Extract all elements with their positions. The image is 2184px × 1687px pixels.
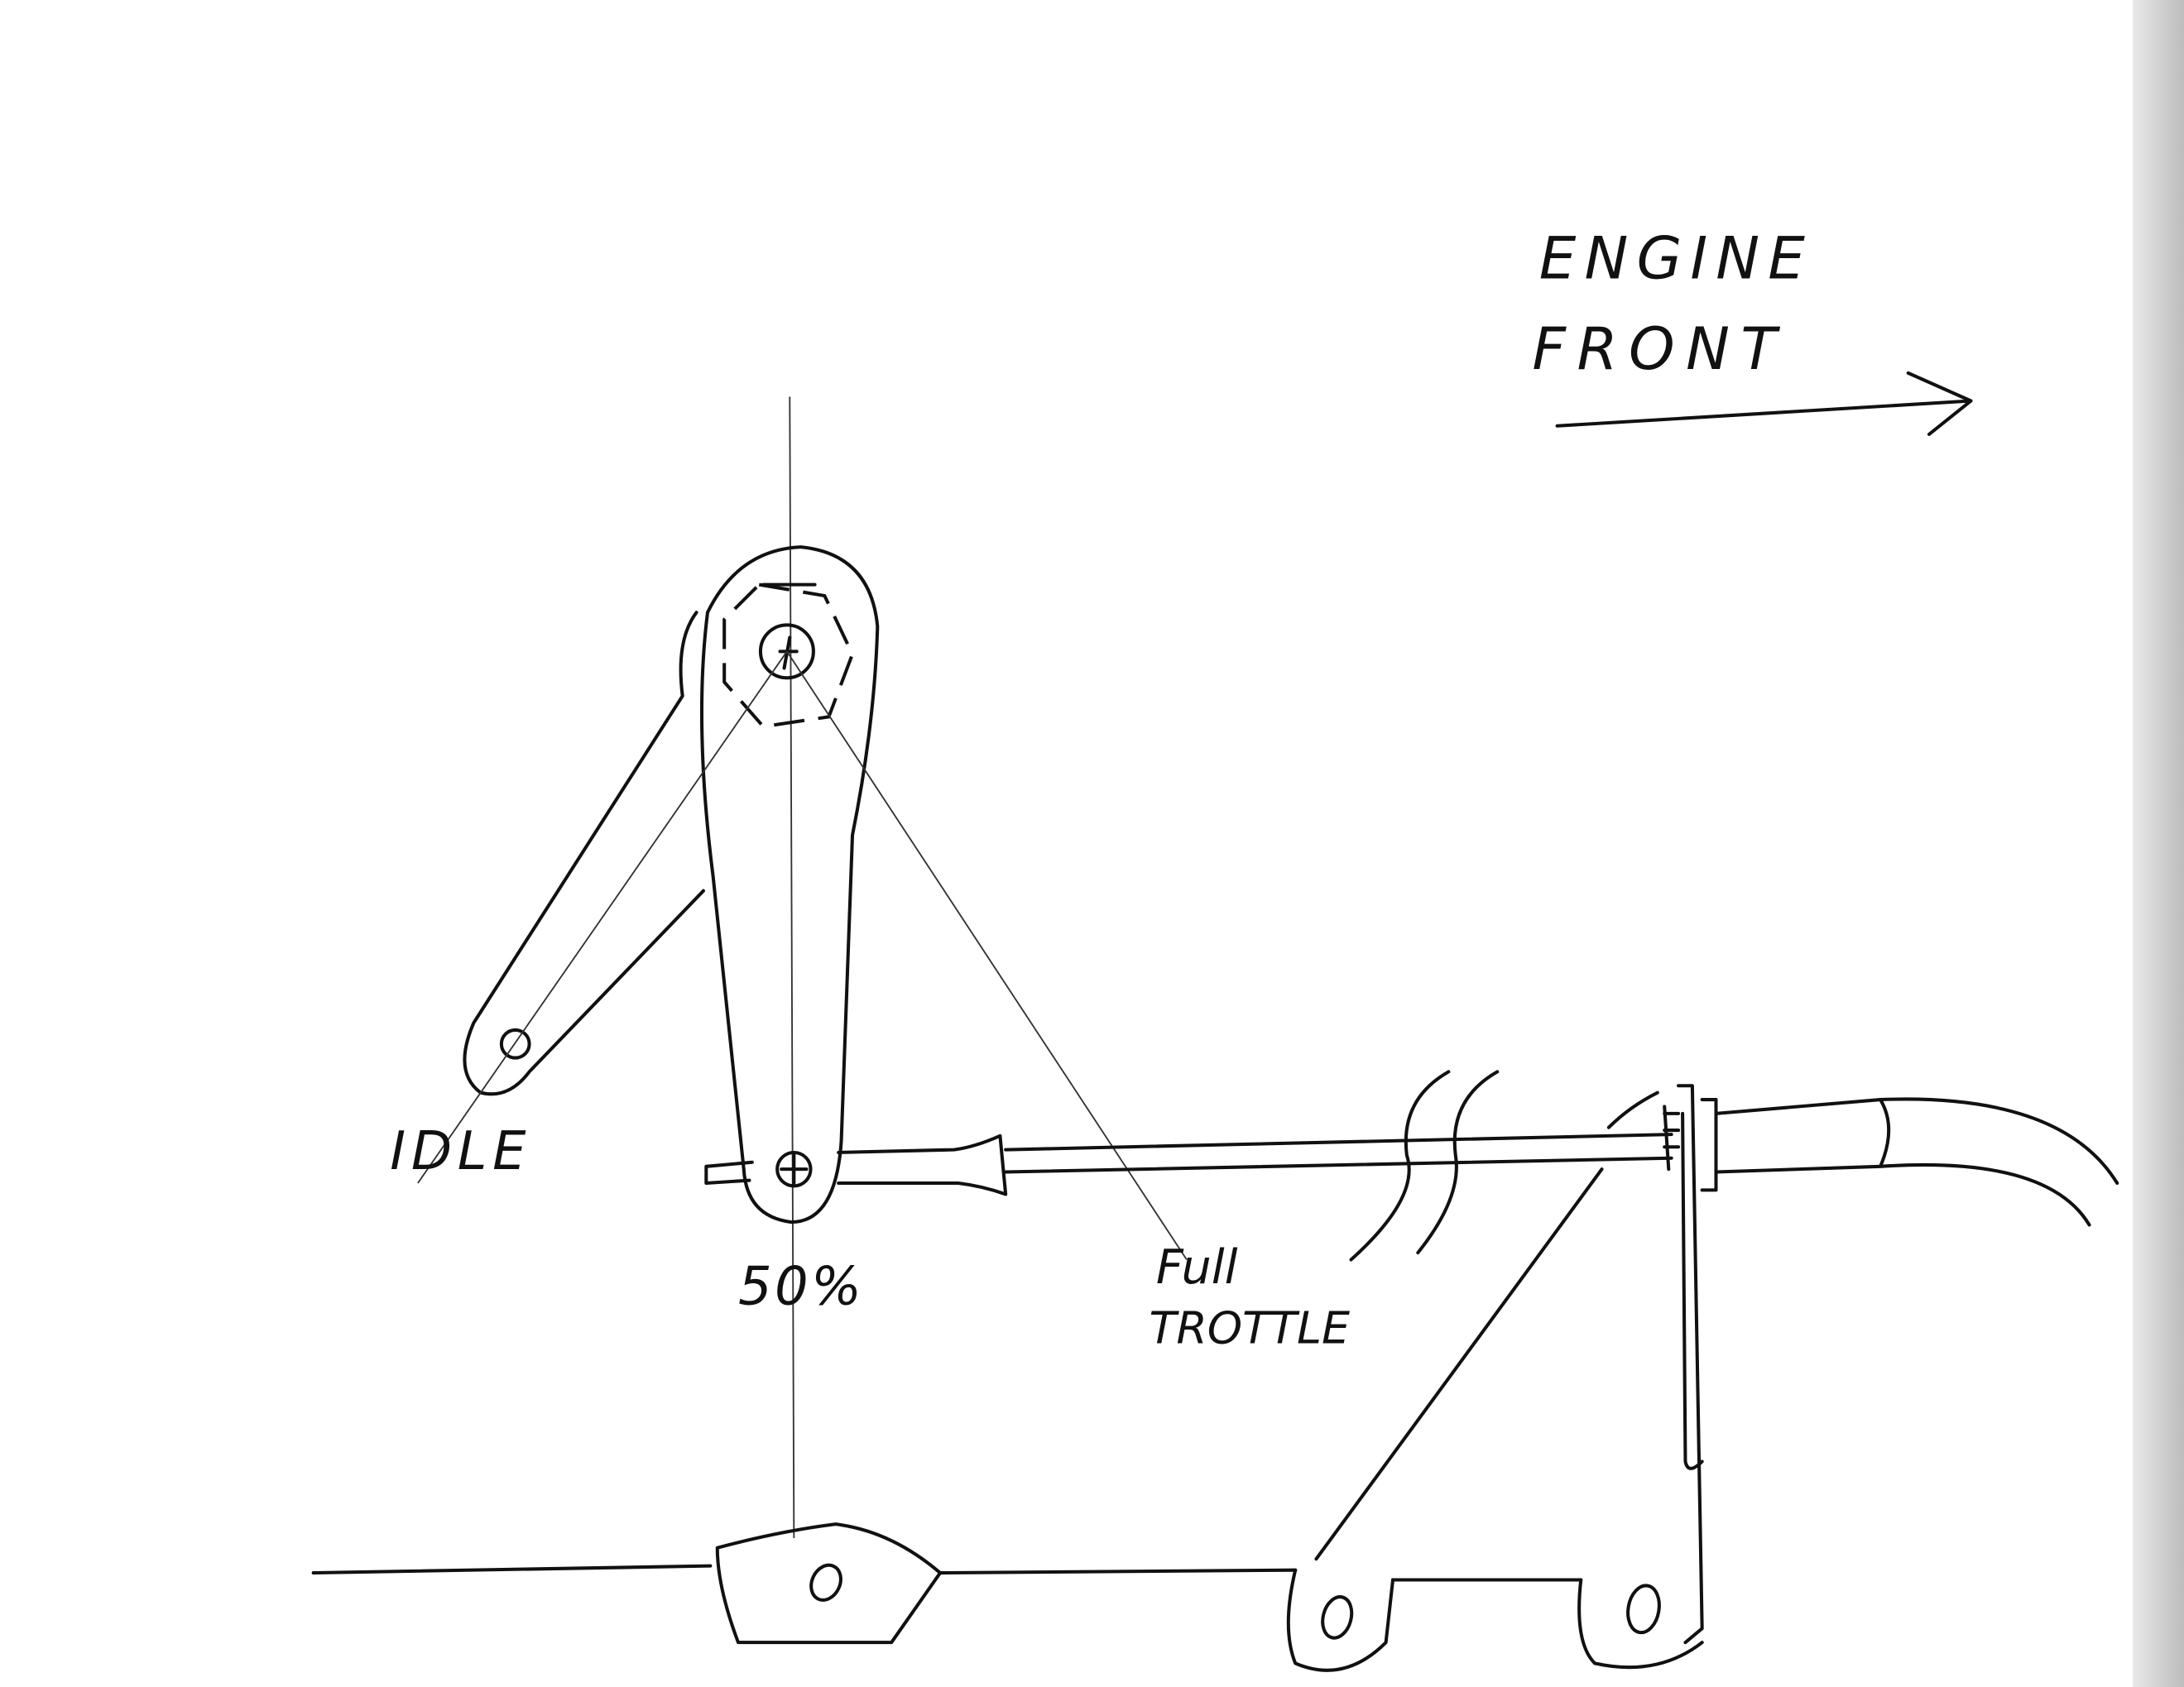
label-50-percent: 50% — [738, 1256, 864, 1317]
break-mark-right — [1416, 1070, 1500, 1255]
full-throttle-swing-line — [786, 650, 1188, 1261]
idle-hole — [499, 1028, 531, 1060]
bracket-foot-left — [1286, 1568, 1395, 1672]
cable-bracket — [1663, 1084, 1704, 1645]
nut-hexagon — [722, 582, 855, 729]
rod-stub — [704, 1160, 754, 1186]
cable-nut — [1663, 1098, 1718, 1192]
bracket-foot-hole-left — [1321, 1595, 1354, 1640]
bracket-foot-right — [1577, 1578, 1704, 1670]
engine-front-arrow-icon — [1555, 371, 1973, 436]
break-mark-left — [1349, 1070, 1451, 1262]
engine-base-line — [311, 1564, 1583, 1582]
idle-lever-arm — [463, 611, 705, 1096]
label-full: Full — [1156, 1240, 1238, 1295]
pivot-mount-block — [715, 1522, 943, 1645]
pivot-bolt — [758, 623, 815, 680]
main-lever-arm — [699, 545, 880, 1225]
bracket-brace — [1314, 1090, 1659, 1561]
label-front: FRONT — [1532, 314, 1788, 383]
cable — [1714, 1097, 2119, 1227]
bracket-foot-hole-right — [1626, 1584, 1661, 1635]
rod-end-hole — [775, 1150, 813, 1188]
scan-edge — [2133, 0, 2184, 1687]
vertical-reference-line — [789, 396, 795, 1538]
label-idle: IDLE — [390, 1121, 531, 1182]
rod-end-cross-icon — [780, 1153, 809, 1186]
idle-swing-line — [417, 650, 788, 1184]
label-throttle: TROTTLE — [1150, 1301, 1350, 1354]
rod-sleeve — [837, 1133, 1008, 1196]
pivot-mount-hole — [809, 1563, 842, 1602]
label-engine: ENGINE — [1539, 223, 1813, 292]
throttle-rod — [1004, 1133, 1673, 1174]
